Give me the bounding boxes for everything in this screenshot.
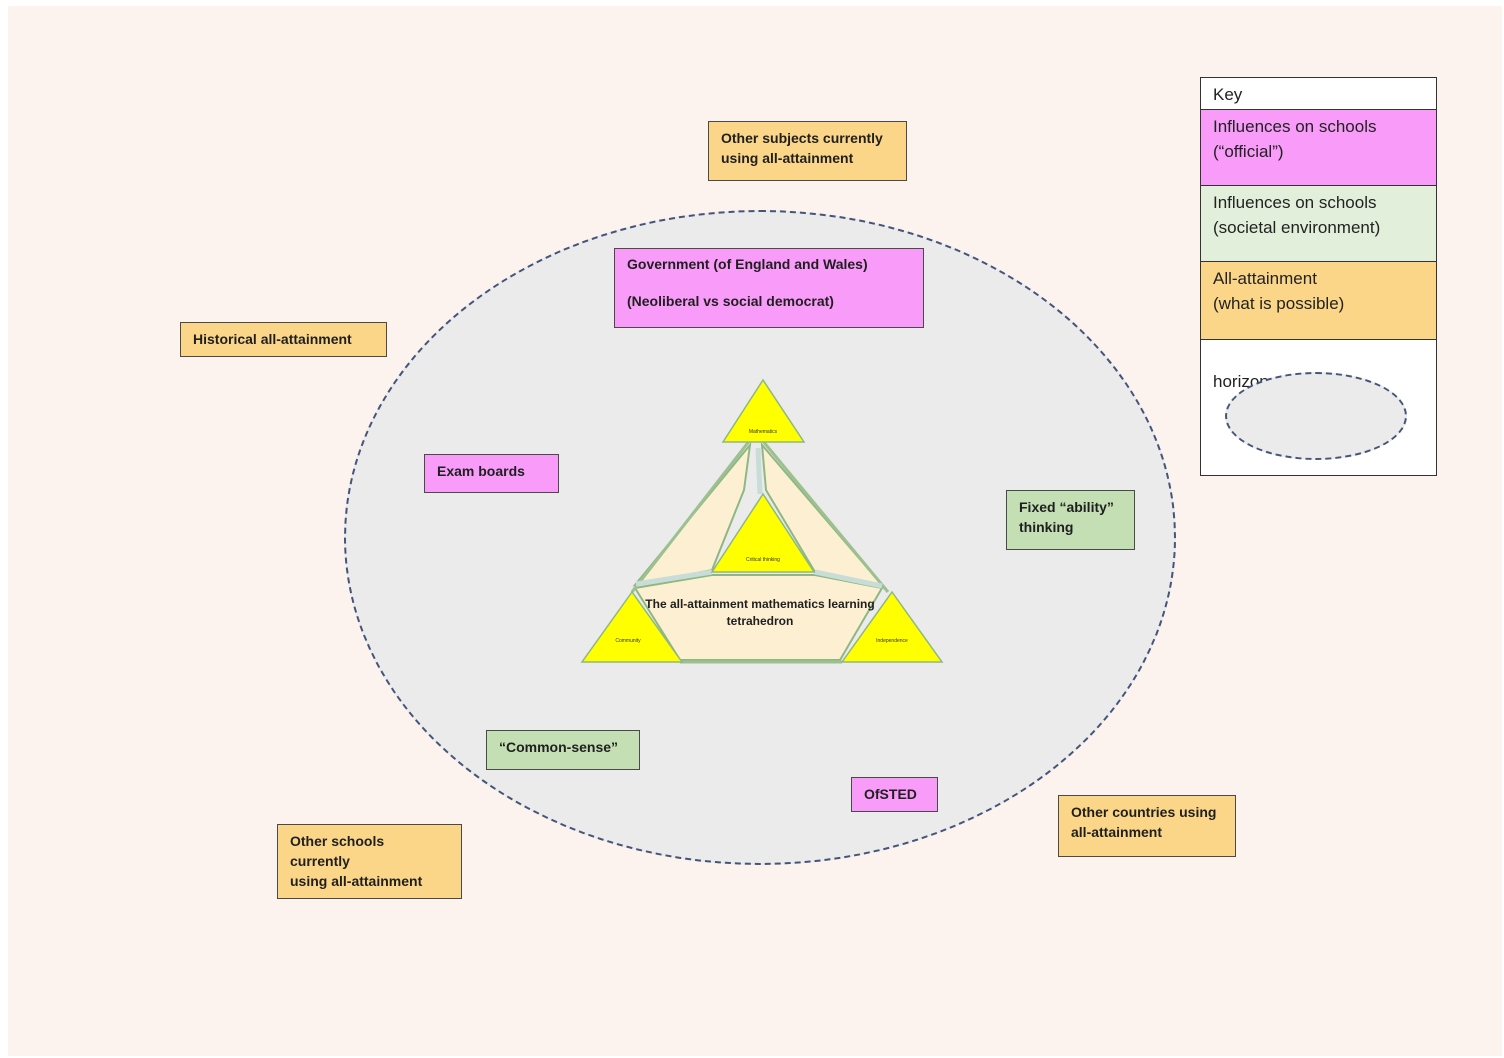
vertex-community <box>580 590 684 663</box>
fixed-ability-thinking-box: Fixed “ability” thinking <box>1006 490 1135 550</box>
tetrahedron-title: The all-attainment mathematics learning … <box>645 597 875 628</box>
vertex-mathematics <box>721 378 806 443</box>
key-title: Key <box>1201 78 1436 110</box>
ofsted-box: OfSTED <box>851 777 938 812</box>
historical-all-attainment-box: Historical all-attainment <box>180 322 387 357</box>
vertex-critical-thinking-label: Critical thinking <box>746 557 780 563</box>
other-countries-box: Other countries using all-attainment <box>1058 795 1236 857</box>
vertex-independence-label: Independence <box>876 638 908 644</box>
tetrahedron-edge-top-centre <box>755 447 763 495</box>
vertex-mathematics-label: Mathematics <box>749 429 778 435</box>
key-legend: Key Influences on schools (“official”) I… <box>1200 77 1437 476</box>
government-box: Government (of England and Wales) (Neoli… <box>614 248 924 328</box>
common-sense-box: “Common-sense” <box>486 730 640 770</box>
tetrahedron-edge-right-centre <box>814 569 883 589</box>
key-official-influences: Influences on schools (“official”) <box>1201 110 1436 186</box>
vertex-critical-thinking <box>710 492 816 573</box>
vertex-independence <box>840 590 944 663</box>
vertex-community-label: Community <box>615 638 641 644</box>
tetrahedron-edge-right-outer <box>760 439 890 593</box>
tetrahedron-edge-left-outer <box>630 439 752 593</box>
key-horizon-ellipse <box>1225 372 1407 460</box>
tetrahedron-diagram: Mathematics Critical thinking Community … <box>580 378 944 664</box>
key-horizon: horizon <box>1201 340 1436 474</box>
exam-boards-box: Exam boards <box>424 454 559 493</box>
key-all-attainment: All-attainment (what is possible) <box>1201 262 1436 340</box>
other-subjects-box: Other subjects currently using all-attai… <box>708 121 907 181</box>
other-schools-box: Other schools currently using all-attain… <box>277 824 462 899</box>
tetrahedron-edge-left-centre <box>635 569 713 587</box>
key-societal-influences: Influences on schools (societal environm… <box>1201 186 1436 262</box>
